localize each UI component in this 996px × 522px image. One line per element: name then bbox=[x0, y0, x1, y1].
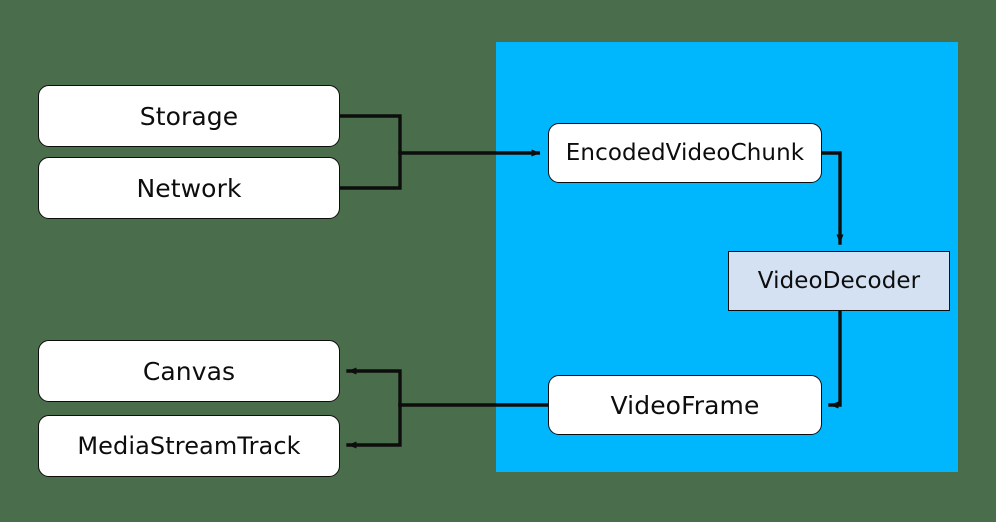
node-videoframe-label: VideoFrame bbox=[610, 390, 760, 420]
node-videodecoder[interactable]: VideoDecoder bbox=[728, 251, 950, 311]
edge-storage-to-chunk bbox=[338, 114, 402, 155]
edge-network-to-chunk bbox=[338, 151, 402, 190]
node-storage-label: Storage bbox=[139, 101, 239, 131]
edge-frame-to-mediastreamtrack bbox=[346, 403, 402, 449]
node-videodecoder-label: VideoDecoder bbox=[757, 267, 921, 294]
node-videoframe[interactable]: VideoFrame bbox=[548, 375, 822, 435]
node-network-label: Network bbox=[136, 173, 242, 203]
node-mediastreamtrack-label: MediaStreamTrack bbox=[77, 432, 301, 460]
node-storage[interactable]: Storage bbox=[38, 85, 340, 147]
node-network[interactable]: Network bbox=[38, 157, 340, 219]
node-canvas-label: Canvas bbox=[142, 356, 236, 386]
node-mediastreamtrack[interactable]: MediaStreamTrack bbox=[38, 415, 340, 477]
node-encodedvideochunk[interactable]: EncodedVideoChunk bbox=[548, 123, 822, 183]
node-canvas[interactable]: Canvas bbox=[38, 340, 340, 402]
node-encodedvideochunk-label: EncodedVideoChunk bbox=[565, 139, 805, 166]
edge-frame-to-canvas bbox=[346, 367, 402, 407]
